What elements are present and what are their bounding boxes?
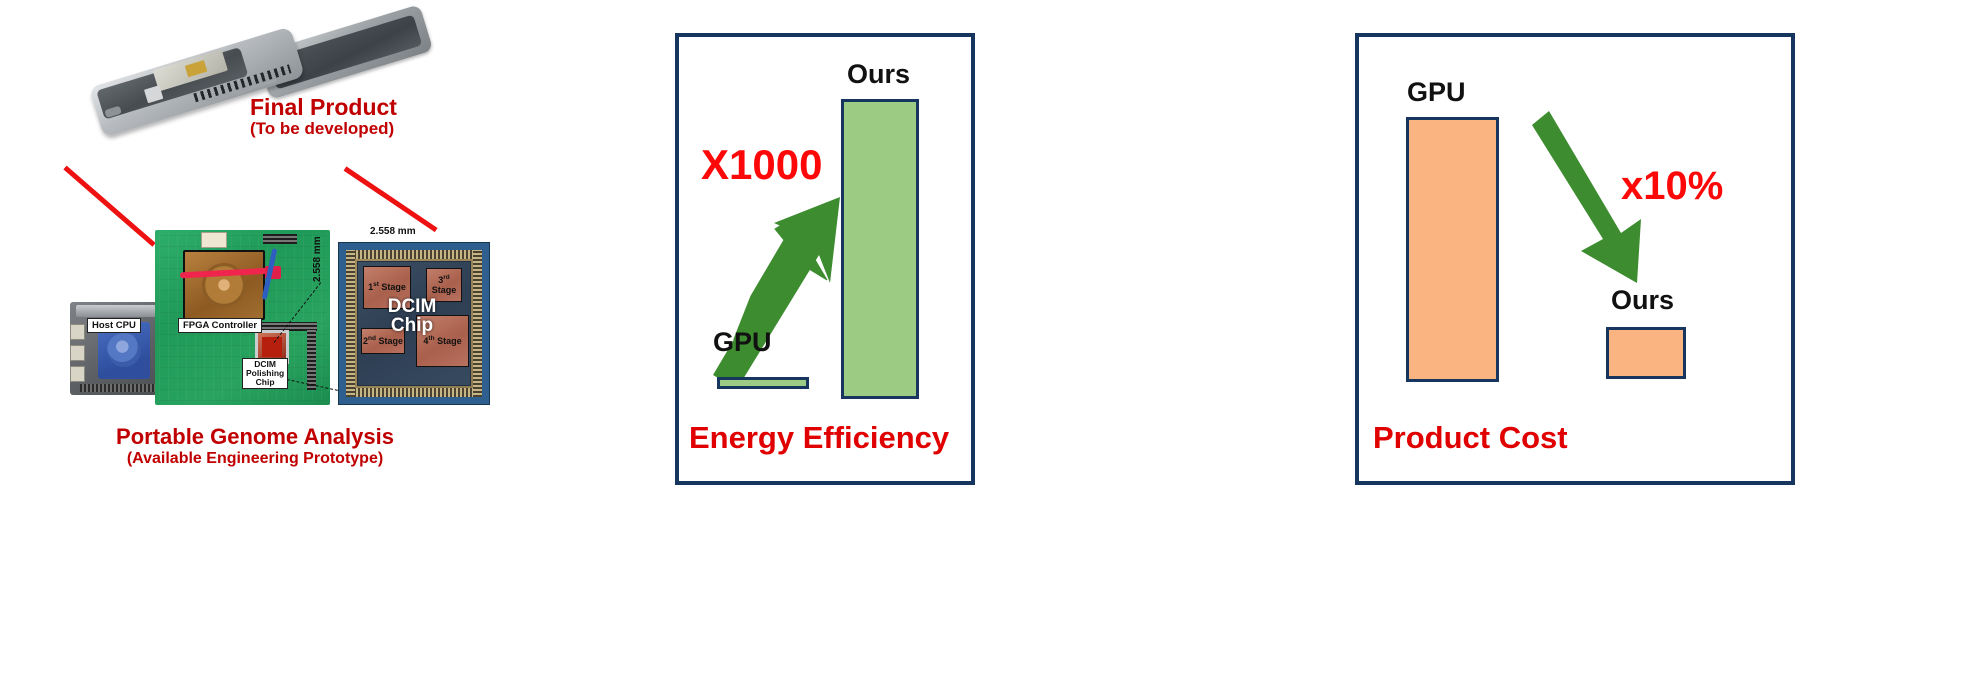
cost-panel-title: Product Cost <box>1373 420 1568 455</box>
die-pads-right <box>473 250 482 397</box>
final-product-subtitle: (To be developed) <box>250 119 395 139</box>
energy-up-arrow <box>713 197 840 389</box>
prototype-caption: Portable Genome Analysis (Available Engi… <box>40 424 470 468</box>
pcb-header-right <box>307 330 316 390</box>
prototype-title: Portable Genome Analysis <box>116 424 394 449</box>
label-dcim-polishing-chip: DCIM Polishing Chip <box>242 358 289 389</box>
die-chip-name-line1: DCIM <box>387 296 437 317</box>
final-product-label: Final Product (To be developed) <box>250 95 550 139</box>
stage3-ord: 3 <box>438 275 444 286</box>
stage1-word: Stage <box>381 282 406 293</box>
stick-lid-notch <box>395 23 416 37</box>
panel-energy-efficiency: Ours X1000 GPU Energy Efficiency <box>675 33 975 485</box>
prototype-subtitle: (Available Engineering Prototype) <box>126 450 384 468</box>
host-cpu-module <box>70 302 165 395</box>
energy-ours-label: Ours <box>847 59 911 89</box>
die-dimension-left: 2.558 mm <box>312 236 323 282</box>
cost-multiplier: x10% <box>1621 164 1724 208</box>
label-dcim-polishing-line1: DCIM <box>254 359 276 369</box>
die-macro-stage-2: 2nd Stage <box>361 328 405 354</box>
energy-multiplier: X1000 <box>701 141 823 188</box>
die-chip-name: DCIM Chip <box>374 296 450 336</box>
host-cpu-usb-ports <box>70 324 86 382</box>
label-fpga-controller: FPGA Controller <box>178 318 263 333</box>
die-chip-name-line2: Chip <box>390 314 434 336</box>
left-hardware-column: Final Product (To be developed) Host CPU <box>0 0 640 680</box>
stage2-sup: nd <box>368 334 376 342</box>
energy-gpu-label: GPU <box>713 327 772 357</box>
stage2-word: Stage <box>378 335 403 346</box>
die-macro-stage-4: 4th Stage <box>416 315 469 367</box>
panel-product-cost: GPU x10% Ours Product Cost <box>1355 33 1795 485</box>
label-host-cpu: Host CPU <box>87 318 141 333</box>
host-cpu-pin-header <box>80 384 162 392</box>
stage4-word: Stage <box>437 335 462 346</box>
energy-bar-gpu <box>717 377 809 389</box>
stage1-ord: 1 <box>368 282 374 293</box>
label-dcim-polishing-line3: Chip <box>255 376 275 387</box>
host-cpu-heatsink <box>76 305 156 317</box>
cost-gpu-label: GPU <box>1407 77 1466 107</box>
pcb-white-connector <box>201 232 227 248</box>
die-pads-left <box>346 250 355 397</box>
die-macro-stage-1: 1st Stage <box>363 266 411 309</box>
die-dimension-top: 2.558 mm <box>370 226 416 237</box>
stage4-sup: th <box>428 334 435 342</box>
die-pads-bottom <box>346 388 482 397</box>
fpga-controller-package <box>183 250 265 320</box>
cost-bar-ours <box>1606 327 1686 379</box>
stage3-sup: rd <box>443 274 450 282</box>
stage4-ord: 4 <box>423 335 429 346</box>
stage3-word: Stage <box>431 284 457 295</box>
final-product-title: Final Product <box>250 94 397 120</box>
stage2-ord: 2 <box>363 335 369 346</box>
green-pcb <box>155 230 330 405</box>
energy-bar-ours <box>841 99 919 399</box>
leader-line-right <box>343 166 438 233</box>
pcb-header-top <box>263 234 297 244</box>
cost-ours-label: Ours <box>1611 285 1675 315</box>
stage1-sup: st <box>373 281 379 289</box>
cost-bar-gpu <box>1406 117 1499 382</box>
label-dcim-polishing-line2: Polishing <box>246 367 285 378</box>
die-pads-top <box>346 250 482 259</box>
prototype-board-photo: Host CPU FPGA Controller DCIM Polishing … <box>60 226 490 405</box>
cost-down-arrow <box>1532 111 1641 283</box>
pcb-header-mid <box>251 322 317 331</box>
energy-panel-title: Energy Efficiency <box>689 420 950 455</box>
